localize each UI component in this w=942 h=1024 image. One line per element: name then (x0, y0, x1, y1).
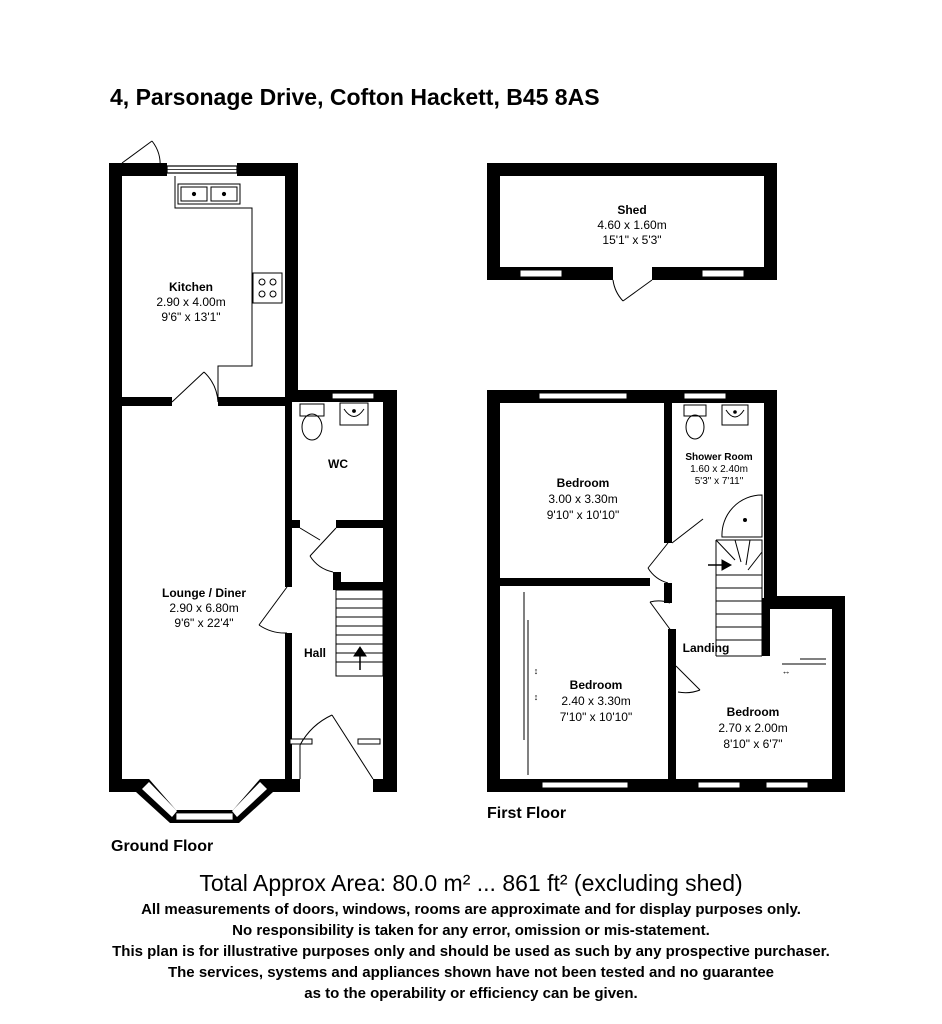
wall (333, 582, 383, 590)
stairs (335, 589, 384, 677)
basin-icon (721, 404, 749, 426)
toilet-icon (683, 404, 707, 440)
first-floor-plan: ↕ ↕ ↔ (487, 390, 845, 792)
kitchen-metric: 2.90 x 4.00m (156, 295, 225, 309)
wardrobe-doors (523, 592, 826, 775)
bedroom-3-metric: 2.70 x 2.00m (718, 721, 787, 735)
shed-label: Shed (617, 203, 646, 217)
wall (285, 779, 300, 792)
lounge-metric: 2.90 x 6.80m (169, 601, 238, 615)
kitchen-imperial: 9'6" x 13'1" (161, 310, 220, 324)
lounge-imperial: 9'6" x 22'4" (174, 616, 233, 630)
bedroom-2-imperial: 7'10" x 10'10" (560, 710, 633, 724)
hall-label: Hall (304, 646, 326, 660)
total-area: Total Approx Area: 80.0 m² ... 861 ft² (… (199, 870, 743, 896)
bedroom-1-metric: 3.00 x 3.30m (548, 492, 617, 506)
kitchen-label: Kitchen (169, 280, 213, 294)
disclaimer-line: All measurements of doors, windows, room… (141, 901, 801, 918)
wall (218, 397, 288, 406)
window (331, 392, 375, 400)
wall (336, 520, 383, 528)
wall (333, 572, 341, 589)
wall (285, 163, 298, 402)
wall (237, 163, 298, 176)
hob-icon (252, 272, 283, 304)
wall (109, 779, 149, 792)
wall (285, 633, 292, 792)
wall (122, 397, 172, 406)
landing-label: Landing (683, 641, 730, 655)
shower-tray-icon (721, 494, 763, 538)
lounge-label: Lounge / Diner (162, 586, 246, 600)
ground-floor-plan: Kitchen 2.90 x 4.00m 9'6" x 13'1" Lounge… (109, 140, 397, 823)
slide-arrow-icon: ↕ (534, 692, 539, 702)
shed-plan: Shed 4.60 x 1.60m 15'1" x 5'3" (487, 163, 777, 302)
bedroom-2-label: Bedroom (570, 678, 623, 692)
disclaimer-line: This plan is for illustrative purposes o… (112, 943, 830, 960)
kitchen-worktop (174, 176, 253, 397)
stairs (708, 539, 763, 657)
disclaimer-line: as to the operability or efficiency can … (304, 985, 638, 1002)
shower-room-label: Shower Room (685, 452, 752, 463)
shower-room-metric: 1.60 x 2.40m (690, 464, 748, 475)
bedroom-1-imperial: 9'10" x 10'10" (547, 508, 620, 522)
wc-label: WC (328, 457, 348, 471)
basin-icon (339, 402, 369, 426)
wall (109, 163, 122, 792)
wall (285, 402, 292, 587)
wall (383, 390, 397, 792)
disclaimer-line: No responsibility is taken for any error… (232, 922, 710, 939)
first-floor-label: First Floor (487, 805, 567, 822)
slide-arrow-icon: ↔ (782, 666, 791, 676)
door-swings (121, 140, 374, 780)
shed-metric: 4.60 x 1.60m (597, 218, 666, 232)
bedroom-3-imperial: 8'10" x 6'7" (723, 737, 782, 751)
shed-imperial: 15'1" x 5'3" (602, 233, 661, 247)
shower-room-imperial: 5'3" x 7'11" (695, 476, 744, 487)
wall (292, 520, 300, 528)
slide-arrow-icon: ↕ (534, 666, 539, 676)
property-address-title: 4, Parsonage Drive, Cofton Hackett, B45 … (110, 84, 600, 110)
disclaimer-line: The services, systems and appliances sho… (167, 964, 775, 981)
bedroom-3-label: Bedroom (727, 705, 780, 719)
wall (109, 163, 167, 176)
bedroom-2-metric: 2.40 x 3.30m (561, 694, 630, 708)
wall (373, 779, 397, 792)
toilet-icon (299, 403, 325, 441)
bedroom-1-label: Bedroom (557, 476, 610, 490)
bay-window (136, 779, 273, 823)
ground-floor-label: Ground Floor (111, 838, 214, 855)
